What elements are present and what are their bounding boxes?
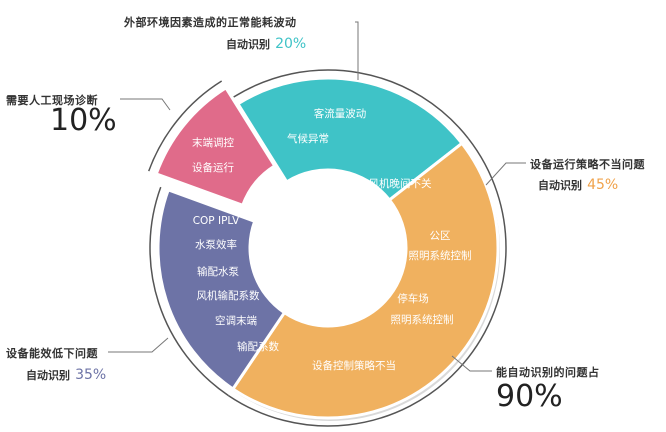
- segment-label-strategy-2: 照明系统控制: [409, 249, 472, 262]
- callout-env-title: 外部环境因素造成的正常能耗波动: [124, 16, 297, 29]
- segment-label-strategy-3: 停车场: [397, 292, 429, 305]
- segment-label-efficiency-2: 输配水泵: [197, 265, 239, 278]
- callout-efficiency-pct: 35%: [75, 367, 107, 383]
- segment-labels: 客流量波动气候异常风机晚间不关公区照明系统控制停车场照明系统控制设备控制策略不当…: [192, 107, 472, 372]
- leader-lines: [108, 21, 526, 427]
- segment-label-efficiency-3: 风机输配系数: [197, 289, 260, 302]
- segment-manual: [154, 85, 277, 208]
- segment-strategy: [230, 141, 500, 420]
- leader-auto: [451, 355, 492, 372]
- callout-auto-title: 能自动识别的问题占: [496, 366, 600, 379]
- callout-manual-title: 需要人工现场诊断: [6, 94, 98, 107]
- segment-label-strategy-5: 设备控制策略不当: [312, 359, 396, 372]
- callout-efficiency-title: 设备能效低下问题: [6, 347, 98, 360]
- segment-label-manual-1: 设备运行: [192, 161, 234, 174]
- bracket-manual: [148, 80, 223, 172]
- segment-label-efficiency-5: 输配系数: [237, 340, 279, 353]
- callout-efficiency-line: 自动识别 35%: [26, 364, 106, 383]
- segment-label-strategy-4: 照明系统控制: [391, 313, 454, 326]
- callout-manual-pct: 10%: [50, 103, 117, 138]
- callout-strategy-sub: 自动识别: [538, 179, 582, 192]
- bracket-strategy: [228, 137, 507, 427]
- leader-env: [355, 21, 359, 80]
- bracket-efficiency: [149, 186, 229, 397]
- segment-label-efficiency-1: 水泵效率: [195, 238, 237, 251]
- bracket-env: [233, 69, 469, 139]
- leader-efficiency: [108, 337, 169, 353]
- segment-label-efficiency-0: COP IPLV: [193, 215, 240, 227]
- callout-env-pct: 20%: [275, 36, 307, 52]
- donut-ring-group: [154, 76, 500, 421]
- segment-label-strategy-0: 风机晚间不关: [369, 177, 432, 190]
- segment-label-env-0: 客流量波动: [314, 107, 367, 120]
- callout-env-sub: 自动识别: [226, 38, 270, 51]
- leader-manual: [120, 98, 171, 111]
- callout-auto-pct: 90%: [496, 379, 563, 414]
- segment-efficiency: [156, 187, 287, 392]
- callout-efficiency-sub: 自动识别: [26, 369, 70, 382]
- segment-label-manual-0: 末端调控: [192, 136, 234, 149]
- callout-env-line: 自动识别 20%: [226, 33, 306, 52]
- segment-label-efficiency-4: 空调末端: [215, 314, 257, 327]
- segment-env: [235, 76, 465, 203]
- callout-strategy-title: 设备运行策略不当问题: [530, 158, 645, 171]
- callout-strategy-line: 自动识别 45%: [538, 174, 618, 193]
- segment-label-env-1: 气候异常: [287, 132, 329, 145]
- segment-label-strategy-1: 公区: [430, 230, 451, 242]
- leader-strategy: [485, 162, 526, 186]
- callout-strategy-pct: 45%: [587, 177, 619, 193]
